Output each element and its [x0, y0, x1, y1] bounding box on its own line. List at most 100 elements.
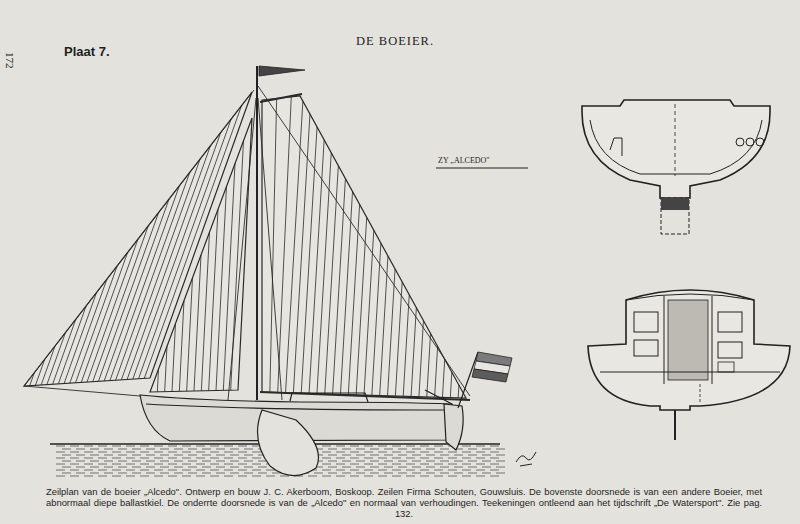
ballast-keel-fill	[661, 198, 689, 210]
water-stroke	[70, 446, 79, 447]
water-stroke	[356, 467, 365, 468]
water-stroke	[322, 452, 331, 453]
lower-section-hull	[588, 290, 790, 410]
centre-line	[675, 104, 676, 176]
water-stroke	[398, 473, 407, 474]
water-stroke	[244, 449, 253, 450]
panel	[718, 342, 742, 358]
pennant	[259, 66, 305, 76]
water-stroke	[462, 452, 471, 453]
water-stroke	[350, 464, 359, 465]
water-stroke	[126, 452, 135, 453]
water-stroke	[168, 476, 177, 477]
flag-band	[472, 369, 508, 382]
water-stroke	[482, 461, 491, 462]
water-stroke	[202, 467, 211, 468]
water-stroke	[216, 449, 225, 450]
sail-seam	[194, 255, 201, 391]
water-stroke	[140, 452, 149, 453]
water-stroke	[440, 455, 449, 456]
water-stroke	[126, 476, 135, 477]
water-stroke	[370, 473, 379, 474]
water-stroke	[476, 446, 485, 447]
water-stroke	[342, 455, 351, 456]
water-stroke	[420, 476, 429, 477]
water-stroke	[210, 452, 219, 453]
water-stroke	[280, 476, 289, 477]
water-stroke	[482, 473, 491, 474]
water-stroke	[496, 473, 505, 474]
tiller	[425, 390, 452, 404]
water-stroke	[188, 473, 197, 474]
sail-seam	[395, 282, 402, 396]
plate-title: DE BOEIER.	[356, 34, 434, 49]
water-stroke	[468, 467, 477, 468]
water-stroke	[56, 476, 65, 477]
water-stroke	[328, 467, 337, 468]
water-stroke	[118, 449, 127, 450]
water-stroke	[126, 458, 135, 459]
water-stroke	[322, 464, 331, 465]
water-stroke	[84, 464, 93, 465]
water-stroke	[196, 464, 205, 465]
sail-seam	[30, 373, 35, 386]
water-stroke	[398, 455, 407, 456]
sail-seam	[179, 301, 184, 392]
water-stroke	[70, 464, 79, 465]
water-stroke	[378, 464, 387, 465]
water-stroke	[448, 476, 457, 477]
water-stroke	[224, 452, 233, 453]
water-stroke	[230, 449, 239, 450]
water-stroke	[132, 449, 141, 450]
water-stroke	[440, 473, 449, 474]
sail-seam	[81, 252, 127, 382]
main-sail	[262, 96, 466, 398]
water-stroke	[468, 449, 477, 450]
rigging	[24, 386, 140, 396]
upper-section-floor	[590, 120, 762, 174]
water-stroke	[168, 470, 177, 471]
underline	[436, 168, 528, 169]
water-stroke	[350, 458, 359, 459]
boat-hull	[140, 66, 536, 476]
locker	[756, 138, 764, 146]
water-stroke	[462, 464, 471, 465]
water-stroke	[90, 455, 99, 456]
water-stroke	[454, 455, 463, 456]
sail-seam	[187, 278, 193, 391]
water-stroke	[202, 461, 211, 462]
water-stroke	[448, 458, 457, 459]
water-stroke	[174, 449, 183, 450]
water-stroke	[140, 458, 149, 459]
water-stroke	[182, 476, 191, 477]
water-stroke	[146, 467, 155, 468]
water-stroke	[210, 470, 219, 471]
water-stroke	[314, 473, 323, 474]
water-stroke	[140, 476, 149, 477]
water-stroke	[322, 476, 331, 477]
water-stroke	[440, 449, 449, 450]
rigging	[258, 98, 282, 400]
water-stroke	[364, 458, 373, 459]
sail-seam	[76, 266, 118, 383]
water-stroke	[182, 470, 191, 471]
water-stroke	[328, 473, 337, 474]
water-stroke	[160, 461, 169, 462]
water-stroke	[328, 461, 337, 462]
water-stroke	[154, 446, 163, 447]
water-stroke	[252, 458, 261, 459]
water-stroke	[406, 452, 415, 453]
water-stroke	[496, 461, 505, 462]
sail-seam	[209, 209, 218, 390]
water-stroke	[168, 458, 177, 459]
water-stroke	[336, 452, 345, 453]
sail-seam	[419, 321, 424, 397]
water-stroke	[188, 455, 197, 456]
water-stroke	[118, 467, 127, 468]
water-stroke	[434, 476, 443, 477]
water-stroke	[210, 446, 219, 447]
sail-seam	[157, 369, 158, 392]
water-stroke	[258, 473, 267, 474]
page-number: 172	[4, 52, 16, 69]
sail-seam	[442, 359, 444, 397]
